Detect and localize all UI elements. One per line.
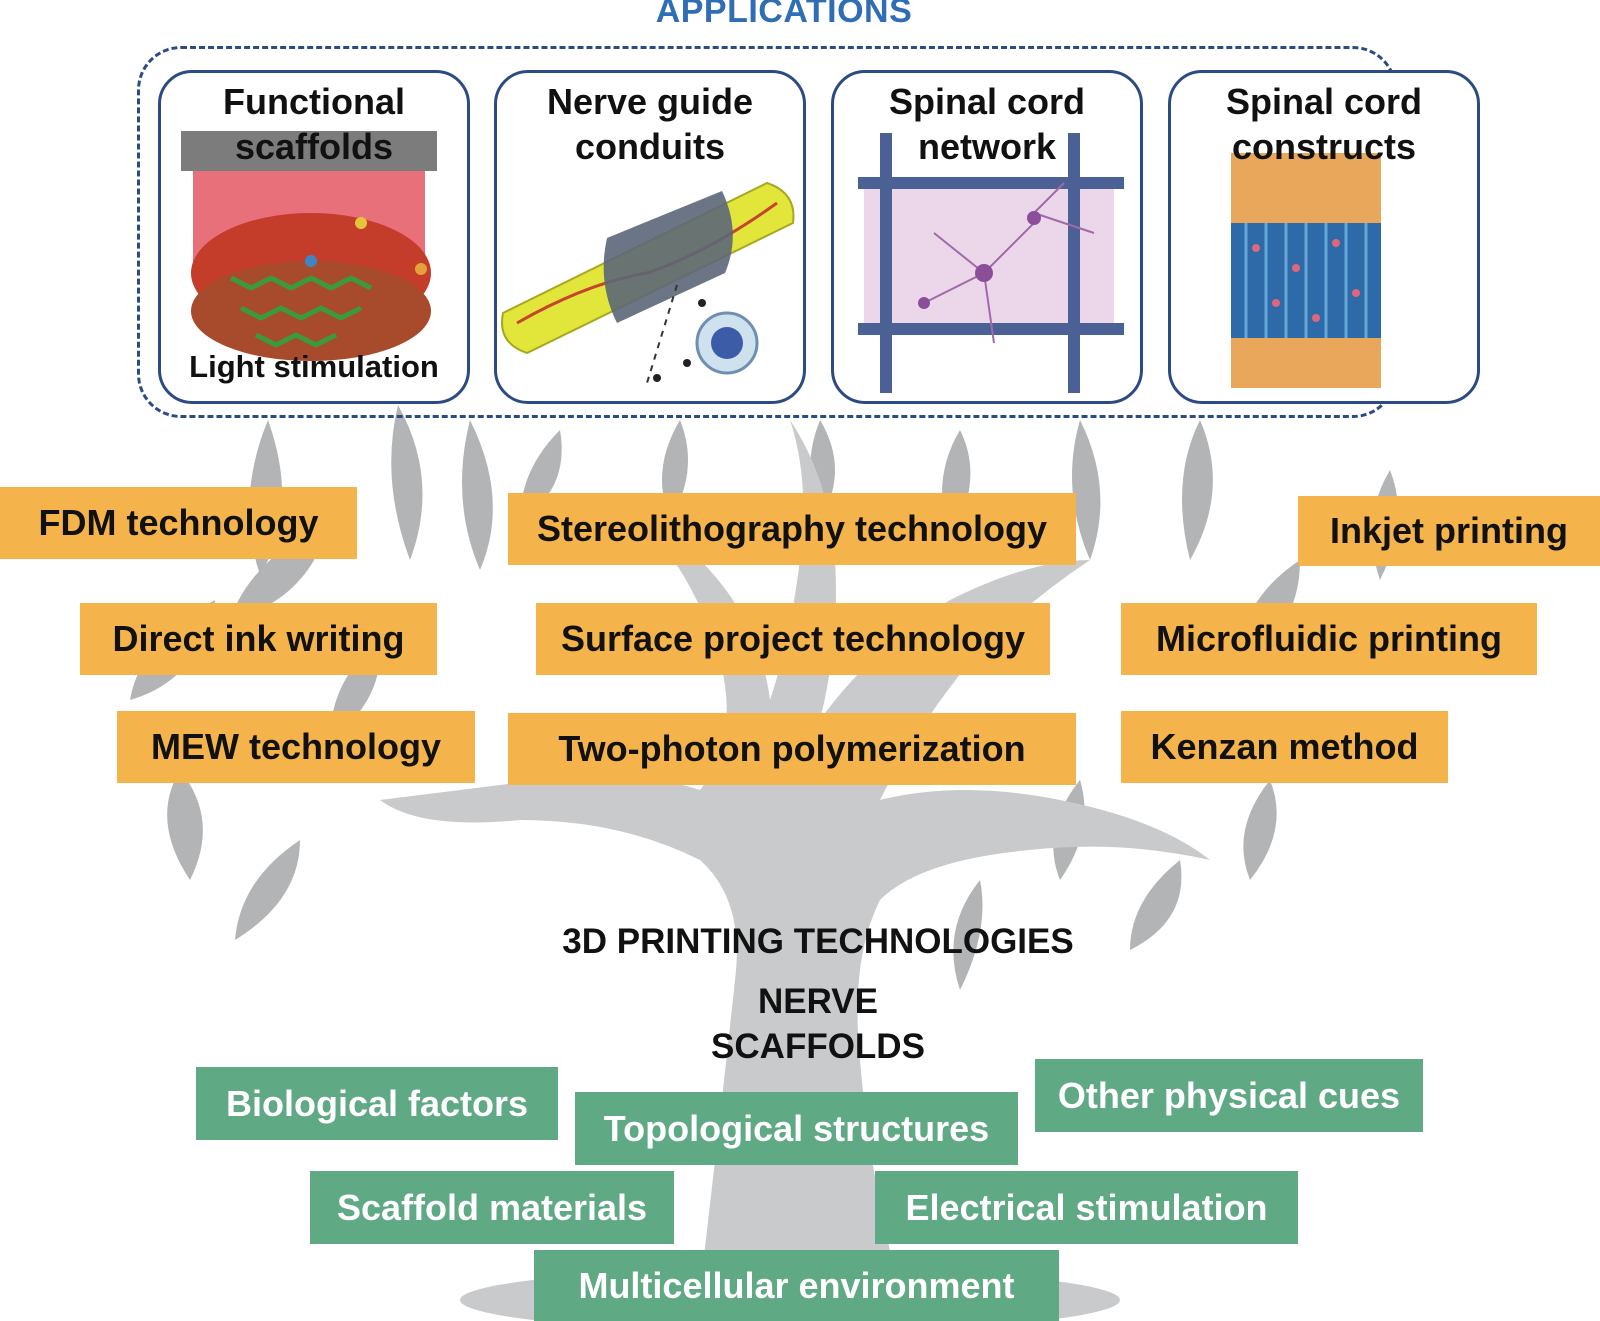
application-card-spinal-cord-constructs: Spinal cord constructs — [1168, 70, 1480, 404]
tech-microfluidic: Microfluidic printing — [1121, 603, 1537, 675]
nerve-guide-conduit-image — [501, 181, 795, 384]
leaf — [1243, 780, 1277, 880]
functional-scaffold-image — [181, 131, 437, 361]
application-label: Spinal cord constructs — [1225, 81, 1423, 167]
leaf — [953, 880, 983, 990]
tree-trunk — [380, 420, 1210, 1290]
factor-electrical-stimulation: Electrical stimulation — [875, 1171, 1298, 1244]
application-label: Spinal cord network — [888, 81, 1086, 167]
application-card-nerve-guide-conduits: Nerve guide conduits — [494, 70, 806, 404]
application-label: Nerve guide conduits — [546, 81, 754, 167]
leaf — [235, 840, 300, 940]
factor-scaffold-materials: Scaffold materials — [310, 1171, 674, 1244]
factor-other-physical: Other physical cues — [1035, 1059, 1423, 1132]
spinal-cord-construct-image — [1231, 153, 1381, 388]
center-heading: 3D PRINTING TECHNOLOGIES — [562, 922, 1074, 961]
application-sublabel: Light stimulation — [189, 349, 439, 384]
applications-title: APPLICATIONS — [655, 0, 913, 30]
leaf — [462, 420, 493, 570]
center-line-1: NERVE — [758, 982, 878, 1021]
leaf — [1072, 420, 1101, 560]
leaf — [1182, 420, 1213, 560]
application-card-functional-scaffolds: Functional scaffolds Light stimulation — [158, 70, 470, 404]
leaf — [391, 405, 423, 560]
center-line-2: SCAFFOLDS — [711, 1027, 925, 1066]
factor-topological: Topological structures — [575, 1092, 1018, 1165]
tech-stereolithography: Stereolithography technology — [508, 493, 1076, 565]
leaf — [167, 770, 203, 880]
tech-direct-ink-writing: Direct ink writing — [80, 603, 437, 675]
tech-surface-projection: Surface project technology — [536, 603, 1050, 675]
leaf — [1130, 860, 1182, 950]
factor-multicellular: Multicellular environment — [534, 1250, 1059, 1321]
tech-two-photon: Two-photon polymerization — [508, 713, 1076, 785]
spinal-cord-network-image — [858, 133, 1124, 393]
tech-mew: MEW technology — [117, 711, 475, 783]
application-card-spinal-cord-network: Spinal cord network — [831, 70, 1143, 404]
tech-fdm: FDM technology — [0, 487, 357, 559]
application-label: Functional scaffolds — [223, 81, 405, 167]
tech-inkjet: Inkjet printing — [1298, 496, 1600, 566]
factor-biological: Biological factors — [196, 1067, 558, 1140]
tech-kenzan: Kenzan method — [1121, 711, 1448, 783]
